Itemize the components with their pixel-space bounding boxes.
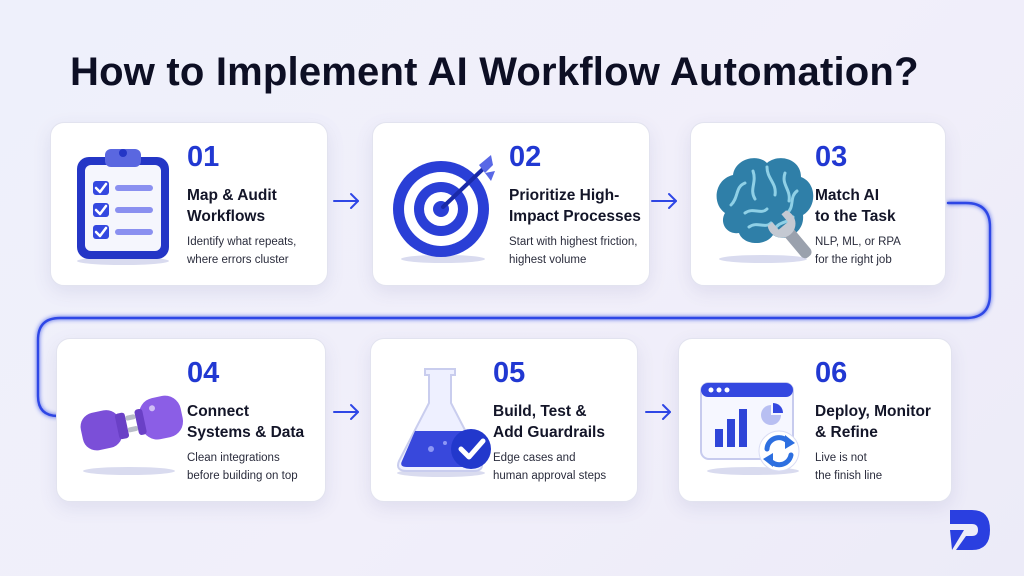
- step-description: Identify what repeats, where errors clus…: [187, 236, 297, 266]
- step-card-01: 01 Map & Audit Workflows Identify what r…: [50, 122, 328, 286]
- step-title: Map & Audit Workflows: [187, 187, 277, 225]
- step-description: Clean integrations before building on to…: [187, 452, 298, 482]
- step-title: Match AI to the Task: [815, 187, 896, 225]
- plug-connector-icon: [80, 395, 184, 475]
- step-title: Deploy, Monitor & Refine: [815, 403, 931, 441]
- step-card-06: 06 Deploy, Monitor & Refine Live is not …: [678, 338, 952, 502]
- step-description: Start with highest friction, highest vol…: [509, 236, 638, 266]
- brand-logo-icon: [950, 510, 990, 550]
- target-arrow-icon: [393, 155, 495, 263]
- brain-wrench-icon: [716, 158, 814, 263]
- flask-check-icon: [397, 368, 491, 477]
- step-card-04: 04 Connect Systems & Data Clean integrat…: [56, 338, 326, 502]
- step-description: Edge cases and human approval steps: [493, 452, 607, 482]
- clipboard-checklist-icon: [77, 149, 169, 265]
- wrap-connector: [36, 201, 992, 418]
- step-number: 02: [509, 141, 542, 173]
- arrow-01-to-02: [333, 193, 359, 209]
- arrow-04-to-05: [333, 404, 359, 420]
- step-title: Build, Test & Add Guardrails: [493, 403, 605, 441]
- step-number: 06: [815, 357, 848, 389]
- step-title: Connect Systems & Data: [187, 403, 305, 441]
- dashboard-refresh-icon: [700, 382, 800, 475]
- step-card-05: 05 Build, Test & Add Guardrails Edge cas…: [370, 338, 638, 502]
- step-card-03: 03 Match AI to the Task NLP, ML, or RPA …: [690, 122, 946, 286]
- arrow-05-to-06: [645, 404, 671, 420]
- arrow-02-to-03: [651, 193, 677, 209]
- page-title: How to Implement AI Workflow Automation?: [70, 50, 919, 94]
- step-number: 01: [187, 141, 220, 173]
- step-description: NLP, ML, or RPA for the right job: [815, 236, 901, 266]
- step-number: 04: [187, 357, 220, 389]
- step-description: Live is not the finish line: [815, 452, 883, 482]
- step-title: Prioritize High- Impact Processes: [509, 187, 641, 225]
- step-card-02: 02 Prioritize High- Impact Processes Sta…: [372, 122, 650, 286]
- step-number: 03: [815, 141, 848, 173]
- step-number: 05: [493, 357, 526, 389]
